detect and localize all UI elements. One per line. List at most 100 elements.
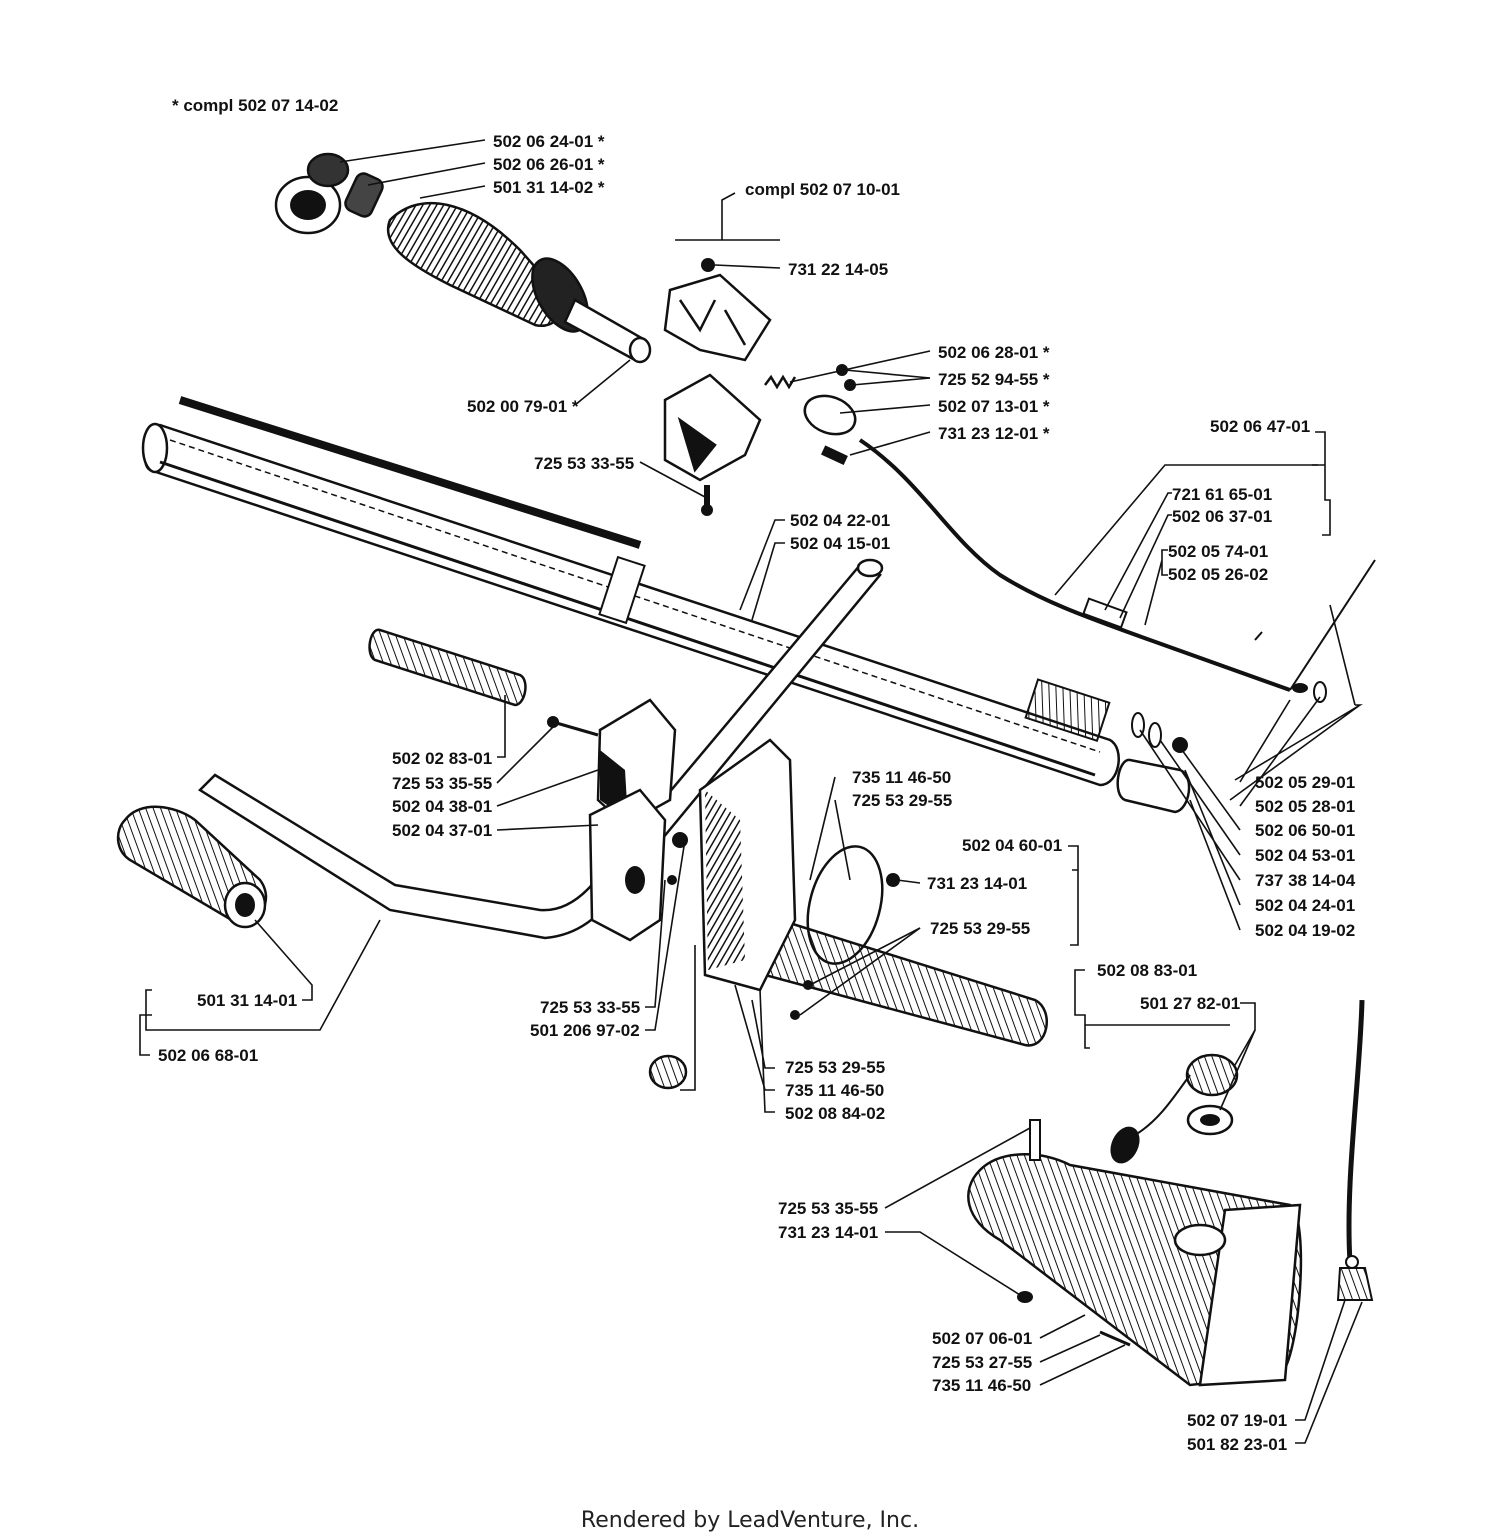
clamp-bracket-shade: [705, 790, 745, 970]
part-label: 735 11 46-50: [785, 1081, 884, 1100]
fuel-cap-part: [1185, 1053, 1239, 1097]
part-label: 502 04 37-01: [392, 821, 492, 840]
part-label: 501 82 23-01: [1187, 1435, 1287, 1454]
part-label: 725 53 33-55: [540, 998, 640, 1017]
handlebar-drawing: [116, 558, 1048, 1047]
fuel-hose-part: [1346, 999, 1365, 1263]
part-label: 725 53 35-55: [392, 774, 492, 793]
part-label: 502 05 74-01: [1168, 542, 1268, 561]
tube-band: [598, 555, 646, 625]
part-label: 502 06 28-01 *: [938, 343, 1050, 362]
fuel-filter-part: [1336, 1267, 1374, 1301]
upper-clamp-half-part: [663, 273, 772, 362]
coupling-nut: [1172, 737, 1188, 753]
cable-nipple-part: [1292, 683, 1308, 693]
lower-clamp-slot: [677, 416, 717, 473]
handlebar-end: [856, 558, 884, 578]
clamp-bottom-part: [588, 788, 667, 942]
part-label: 725 52 94-55 *: [938, 370, 1050, 389]
part-label: 721 61 65-01: [1172, 485, 1272, 504]
clamp-bottom-hole: [625, 866, 645, 894]
part-label: 735 11 46-50: [852, 768, 951, 787]
part-label: 731 23 14-01: [927, 874, 1027, 893]
part-label: 502 06 47-01: [1210, 417, 1310, 436]
part-label: 502 04 22-01: [790, 511, 890, 530]
throttle-clamp-drawing: [663, 258, 857, 516]
tube-coupling-part: [1024, 678, 1111, 743]
assembly-label: compl 502 07 10-01: [745, 180, 900, 199]
drive-shaft-part: [178, 396, 642, 549]
part-label: 502 07 19-01: [1187, 1411, 1287, 1430]
cap-gasket-hole: [1200, 1114, 1220, 1126]
part-label: 502 08 84-02: [785, 1104, 885, 1123]
tank-nut-part: [1017, 1291, 1033, 1303]
handle-elbow-part: [306, 152, 350, 188]
part-label: 725 53 35-55: [778, 1199, 878, 1218]
part-label: 502 02 83-01: [392, 749, 492, 768]
part-label: 502 06 50-01: [1255, 821, 1355, 840]
clamp-screw-c: [803, 980, 813, 990]
fuel-filter-top: [1345, 1255, 1359, 1269]
bracket-screw-part: [672, 832, 688, 848]
shaft-end-part: [628, 336, 652, 364]
upper-clamp-detail: [678, 299, 747, 346]
part-label: 502 00 79-01 *: [467, 397, 579, 416]
cable-wire-end: [1289, 559, 1376, 691]
handle-collar-part: [344, 172, 384, 218]
part-label: 502 07 13-01 *: [938, 397, 1050, 416]
part-label: 502 04 19-02: [1255, 921, 1355, 940]
throttle-trigger-part: [803, 394, 857, 436]
part-label: 502 06 68-01: [158, 1046, 258, 1065]
part-label: 501 31 14-01: [197, 991, 297, 1010]
tank-screw-part: [1029, 1119, 1041, 1161]
part-label: 502 06 26-01 *: [493, 155, 605, 174]
part-label: 731 23 14-01: [778, 1223, 878, 1242]
tube-end-cap-part: [1116, 758, 1191, 814]
note-label: * compl 502 07 14-02: [172, 96, 338, 115]
part-label: 501 206 97-02: [530, 1021, 640, 1040]
footer-credit: Rendered by LeadVenture, Inc.: [581, 1508, 919, 1533]
part-label: 502 06 24-01 *: [493, 132, 605, 151]
cap-strap: [1134, 1074, 1191, 1136]
throttle-cable-drawing: [858, 438, 1291, 692]
part-label: 725 53 29-55: [852, 791, 952, 810]
leader-lines: [139, 139, 1363, 1444]
bracket-screw-part-2: [667, 875, 677, 885]
part-label: 725 53 29-55: [785, 1058, 885, 1077]
right-grip-part: [763, 918, 1048, 1047]
tank-flange-part: [1198, 1203, 1302, 1387]
part-label: 501 31 14-02 *: [493, 178, 605, 197]
part-label: 502 04 15-01: [790, 534, 890, 553]
coupling-washer-2: [1148, 722, 1162, 748]
rubber-bushing-part: [648, 1054, 688, 1090]
cable-stop-part: [1313, 681, 1327, 703]
part-label: 502 08 83-01: [1097, 961, 1197, 980]
clamp-screw-b: [790, 1010, 800, 1020]
left-grip-hole: [235, 893, 255, 917]
part-label: 502 04 60-01: [962, 836, 1062, 855]
part-label: 725 53 33-55: [534, 454, 634, 473]
part-label: 502 07 06-01: [932, 1329, 1032, 1348]
part-label: 502 04 38-01: [392, 797, 492, 816]
handle-end-cap-inner: [290, 190, 326, 220]
cover-strip-part: [368, 628, 527, 707]
tube-front-opening: [141, 422, 169, 474]
cable-hook: [1254, 631, 1263, 641]
part-label: 502 06 37-01: [1172, 507, 1272, 526]
bracket-nut-part: [886, 873, 900, 887]
clamp-screw-part: [704, 485, 710, 505]
part-label: 725 53 27-55: [932, 1353, 1032, 1372]
part-label: 502 04 24-01: [1255, 896, 1355, 915]
part-label: 501 27 82-01: [1140, 994, 1240, 1013]
filler-neck-part: [1173, 1223, 1227, 1257]
part-label: 502 04 53-01: [1255, 846, 1355, 865]
lower-clamp-half-part: [663, 373, 762, 482]
part-label: 502 05 29-01: [1255, 773, 1355, 792]
clamp-screw-head: [701, 504, 713, 516]
drive-tube-drawing: [141, 396, 1191, 814]
pivot-screw-part-2: [844, 379, 856, 391]
cable-clip-part: [821, 445, 848, 466]
nut-part: [701, 258, 715, 272]
handlebar-clamp-drawing: [547, 698, 900, 1090]
part-label: 502 05 26-02: [1168, 565, 1268, 584]
